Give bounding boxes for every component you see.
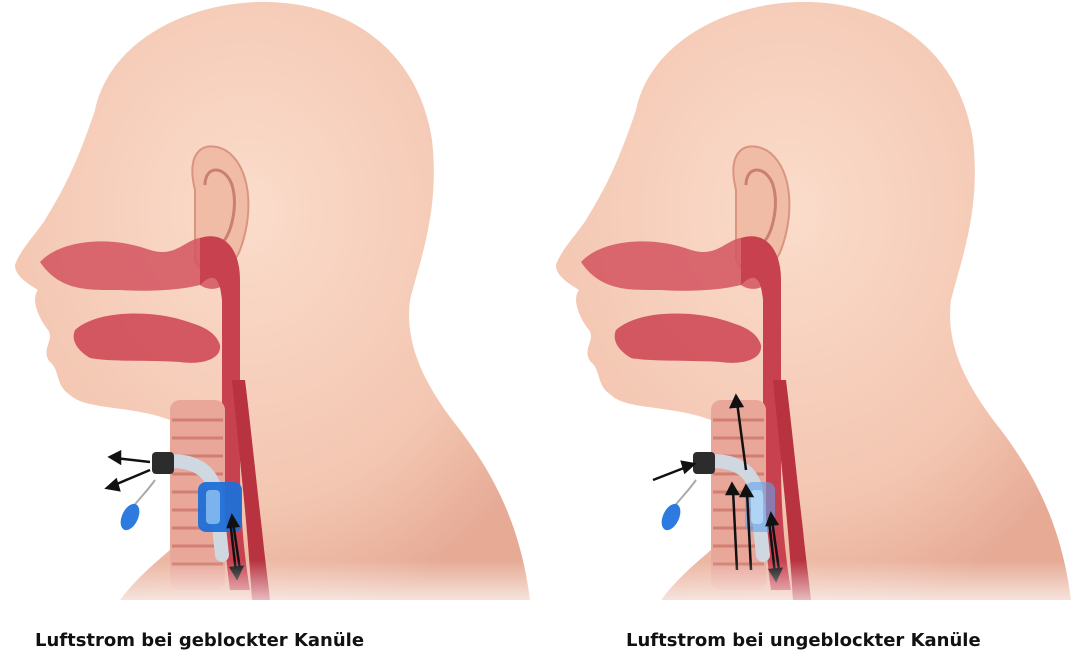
caption-blocked: Luftstrom bei geblockter Kanüle (35, 630, 364, 651)
illustration-unblocked-cannula (541, 0, 1081, 620)
pilot-balloon-icon (658, 501, 684, 533)
panel-blocked-cannula: Luftstrom bei geblockter Kanüle (0, 0, 540, 657)
pilot-balloon-icon (117, 501, 143, 533)
panel-unblocked-cannula: Luftstrom bei ungeblockter Kanüle (541, 0, 1081, 657)
caption-unblocked: Luftstrom bei ungeblockter Kanüle (626, 630, 981, 651)
head-silhouette (556, 2, 1071, 600)
illustration-blocked-cannula (0, 0, 540, 620)
head-silhouette (15, 2, 530, 600)
